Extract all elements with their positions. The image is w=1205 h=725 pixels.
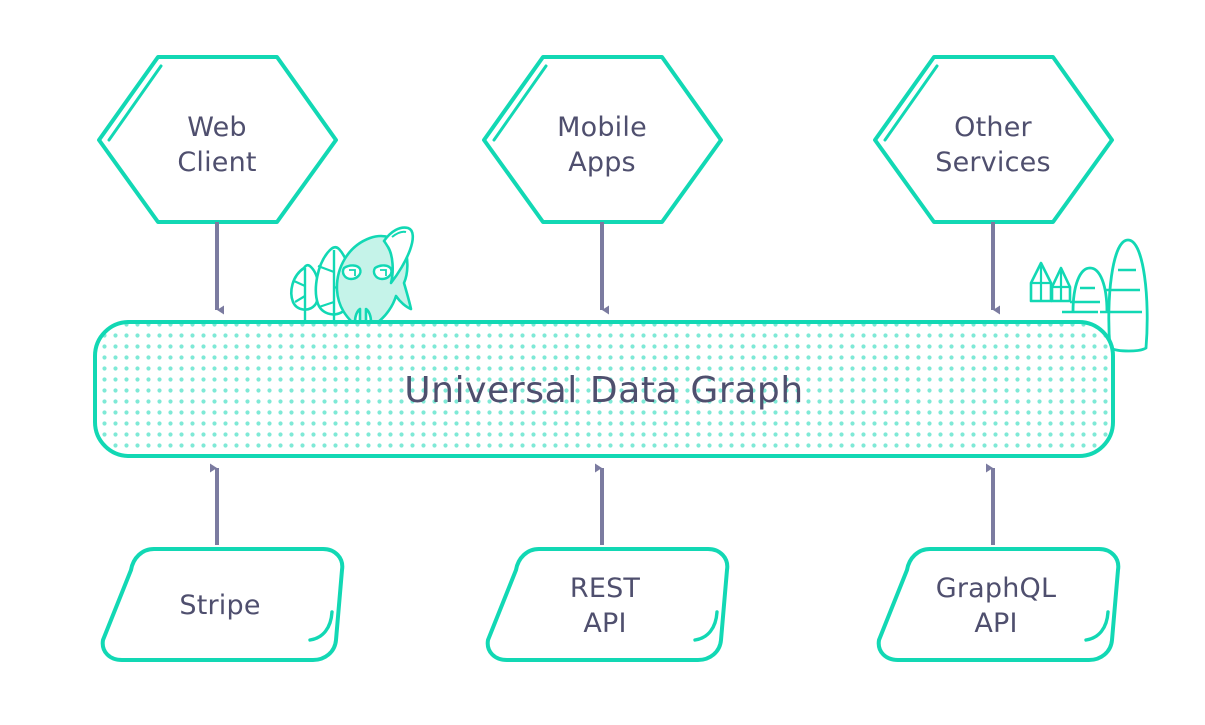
hexagon-outline [482,55,723,224]
node-label-line1: REST [570,573,641,604]
node-label-line1: Other [954,112,1032,143]
node-label-line1: Web [187,112,246,143]
node-mobile-apps[interactable]: Mobile Apps [482,55,723,224]
crystal-right-facets [1052,268,1070,301]
box-corner-accent [308,610,334,642]
box-outline [100,547,345,662]
decoration-creature-mascot [335,226,415,324]
rock-medium-striations [1062,286,1100,314]
node-label-line2: API [583,608,626,639]
crystal-left-facets [1031,263,1051,301]
hub-title: Universal Data Graph [404,370,804,411]
box-corner-accent [1084,610,1110,642]
node-label-line2: Client [177,147,256,178]
hexagon-accent-line [883,64,939,142]
node-graphql-api[interactable]: GraphQL API [876,547,1121,662]
rock-medium [1071,266,1109,313]
node-label-line1: GraphQL [936,573,1057,604]
hexagon-outline [873,55,1114,224]
decoration-crystal-cluster [1029,261,1072,303]
hub-universal-data-graph[interactable]: Universal Data Graph [93,320,1115,458]
node-stripe[interactable]: Stripe [100,547,345,662]
arrows-clients-to-hub [215,222,1000,315]
creature-crest-detail [391,230,407,238]
box-outline [876,547,1121,662]
hexagon-accent-line [492,64,548,142]
node-label-line2: API [974,608,1017,639]
node-label-line2: Services [935,147,1050,178]
node-rest-api[interactable]: REST API [485,547,730,662]
hexagon-outline [97,55,338,224]
node-web-client[interactable]: Web Client [97,55,338,224]
creature-eye-right [372,264,393,281]
rock-tall-striations [1100,268,1142,314]
creature-eye-left-glint [349,269,356,276]
creature-eye-right-glint [380,269,387,276]
box-corner-accent [693,610,719,642]
box-outline [485,547,730,662]
hub-bar-outline [93,320,1115,458]
creature-crest [382,226,415,285]
node-other-services[interactable]: Other Services [873,55,1114,224]
arrows-sources-to-hub [210,463,995,545]
node-label-line2: Apps [568,147,636,178]
creature-eye-left [341,264,362,281]
rock-tall [1107,238,1149,353]
decoration-rock-formations [1062,238,1149,353]
node-label-line1: Stripe [179,590,260,621]
node-label-line1: Mobile [557,112,647,143]
hub-bar-dot-pattern [95,322,1113,456]
hexagon-accent-line [107,64,163,142]
tree-small-veins [293,279,306,303]
